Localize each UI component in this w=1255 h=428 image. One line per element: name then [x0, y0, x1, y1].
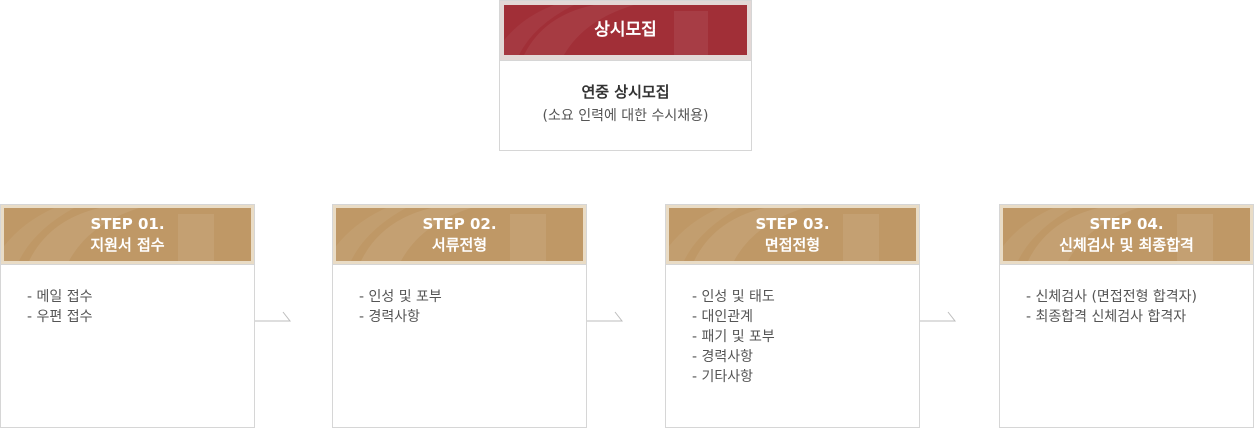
step-items: - 인성 및 태도 - 대인관계 - 패기 및 포부 - 경력사항 - 기타사항	[692, 287, 775, 387]
step-name: 신체검사 및 최종합격	[1059, 236, 1194, 254]
header-decoration	[336, 208, 546, 261]
list-item: - 최종합격 신체검사 합격자	[1026, 309, 1187, 325]
step-box-4: STEP 04. 신체검사 및 최종합격 - 신체검사 (면접전형 합격자) -…	[999, 204, 1254, 428]
arrow-connector-3	[920, 311, 957, 322]
step-header-band: STEP 04. 신체검사 및 최종합격	[1003, 208, 1250, 261]
list-item: - 우편 접수	[27, 309, 93, 325]
recruitment-type-title: 상시모집	[594, 20, 657, 40]
step-name: 지원서 접수	[90, 236, 165, 254]
header-decoration	[1003, 208, 1213, 261]
recruitment-type-box: 상시모집 연중 상시모집 (소요 인력에 대한 수시채용)	[499, 0, 752, 151]
step-header-band: STEP 01. 지원서 접수	[4, 208, 251, 261]
step-number: STEP 03.	[755, 215, 830, 233]
arrow-connector-2	[587, 311, 624, 322]
list-item: - 대인관계	[692, 309, 754, 325]
recruitment-type-header-band: 상시모집	[504, 5, 747, 55]
list-item: - 패기 및 포부	[692, 329, 775, 345]
list-item: - 기타사항	[692, 369, 754, 385]
step-items: - 신체검사 (면접전형 합격자) - 최종합격 신체검사 합격자	[1026, 287, 1197, 327]
recruitment-description: (소요 인력에 대한 수시채용)	[542, 108, 709, 124]
step-name: 서류전형	[431, 236, 488, 254]
step-header: STEP 01. 지원서 접수	[1, 205, 254, 265]
arrow-connector-1	[255, 311, 292, 322]
step-box-1: STEP 01. 지원서 접수 - 메일 접수 - 우편 접수	[0, 204, 255, 428]
header-decoration	[504, 5, 708, 55]
step-box-2: STEP 02. 서류전형 - 인성 및 포부 - 경력사항	[332, 204, 587, 428]
list-item: - 경력사항	[359, 309, 421, 325]
recruitment-subtitle: 연중 상시모집	[581, 83, 670, 101]
step-number: STEP 02.	[422, 215, 497, 233]
step-items: - 메일 접수 - 우편 접수	[27, 287, 92, 327]
recruitment-type-header: 상시모집	[500, 1, 751, 61]
list-item: - 신체검사 (면접전형 합격자)	[1026, 289, 1198, 305]
list-item: - 인성 및 태도	[692, 289, 775, 305]
step-name: 면접전형	[764, 236, 821, 254]
step-header: STEP 02. 서류전형	[333, 205, 586, 265]
step-items: - 인성 및 포부 - 경력사항	[359, 287, 442, 327]
step-number: STEP 04.	[1089, 215, 1164, 233]
step-number: STEP 01.	[90, 215, 165, 233]
list-item: - 메일 접수	[27, 289, 93, 305]
list-item: - 경력사항	[692, 349, 754, 365]
step-header-band: STEP 02. 서류전형	[336, 208, 583, 261]
step-header: STEP 04. 신체검사 및 최종합격	[1000, 205, 1253, 265]
step-header: STEP 03. 면접전형	[666, 205, 919, 265]
step-header-band: STEP 03. 면접전형	[669, 208, 916, 261]
list-item: - 인성 및 포부	[359, 289, 442, 305]
header-decoration	[669, 208, 879, 261]
step-box-3: STEP 03. 면접전형 - 인성 및 태도 - 대인관계 - 패기 및 포부…	[665, 204, 920, 428]
header-decoration	[4, 208, 214, 261]
